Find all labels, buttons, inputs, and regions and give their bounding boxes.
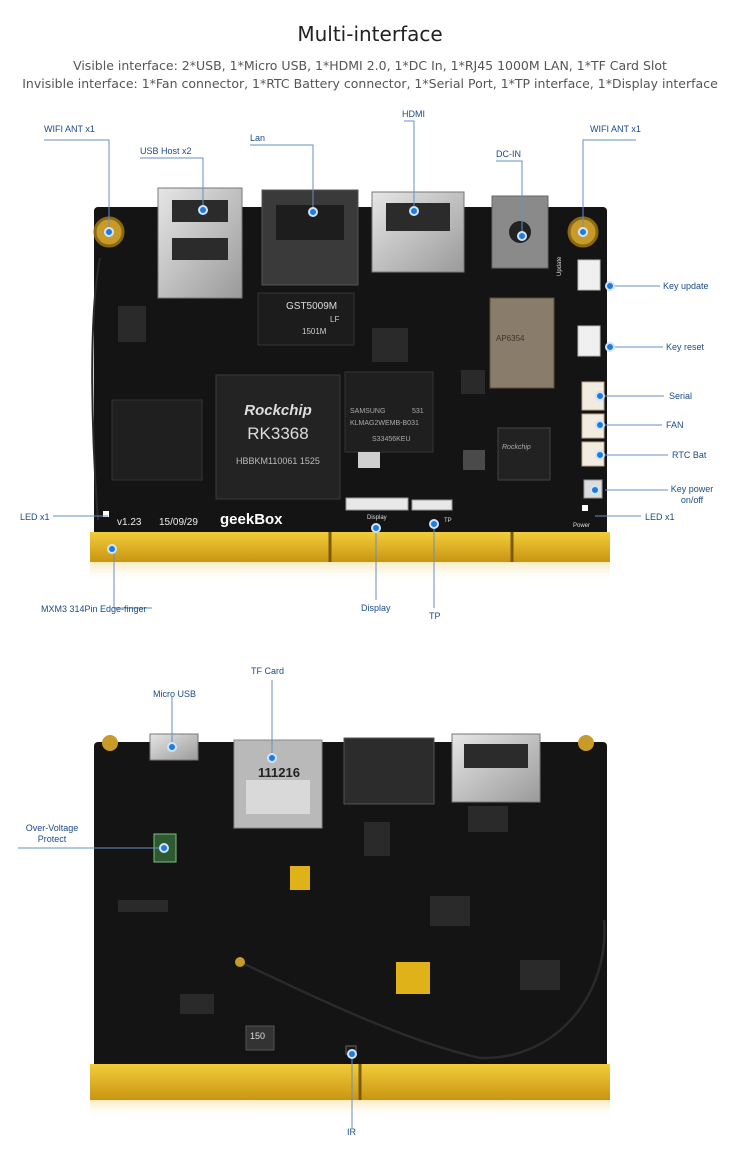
label-usb-host: USB Host x2 [140,146,192,156]
label-fan: FAN [666,420,684,430]
label-over-voltage: Over-Voltage Protect [25,823,79,844]
emmc-code: KLMAG2WEMB-B031 [350,420,419,427]
edge-finger-bottom [90,1064,610,1100]
soc-code: HBBKM110061 1525 [236,456,320,466]
emmc-num: 531 [412,408,424,415]
callout-dot-wifi-right [578,227,588,237]
callout-dot-tp [429,519,439,529]
label-display: Display [361,603,391,613]
label-wifi-right: WIFI ANT x1 [590,124,641,134]
callout-dot-lan [308,207,318,217]
emmc-code2: S33456KEU [372,436,411,443]
tf-number: 111216 [258,765,300,780]
callout-dot-mxm [107,544,117,554]
emmc-chip [344,371,434,453]
callout-dot-display [371,523,381,533]
edge-finger [90,532,610,562]
label-hdmi: HDMI [402,109,425,119]
label-key-update: Key update [663,281,709,291]
label-wifi-left: WIFI ANT x1 [44,124,95,134]
callout-dot-serial [595,391,605,401]
callout-dot-key-power [590,485,600,495]
label-tp: TP [429,611,441,621]
label-micro-usb: Micro USB [153,689,197,699]
bottom-board [90,733,610,1120]
callout-dot-over-voltage [159,843,169,853]
label-rtc: RTC Bat [672,450,707,460]
top-board [90,187,610,584]
wifi-module-label: AP6354 [496,334,525,343]
silk-update: Update [557,256,563,276]
label-key-power: Key power on/off [670,484,714,505]
callout-dot-dcin [517,231,527,241]
label-serial: Serial [669,391,693,401]
label-led-right: LED x1 [645,512,675,522]
callout-dot-key-reset [605,342,615,352]
callout-dot-tf-card [267,753,277,763]
label-lan: Lan [250,133,266,143]
soc-brand: Rockchip [244,402,312,419]
pmic-brand: Rockchip [502,444,531,451]
wifi-module [489,297,555,389]
label-led-left: LED x1 [20,512,50,522]
leader-lines [18,120,668,1128]
dcin-connector [491,195,549,269]
board-brand: geekBox [220,511,283,528]
lan-chip-code: 1501M [302,327,327,336]
callout-dot-fan [595,420,605,430]
callout-dot-usb [198,205,208,215]
label-mxm: MXM3 314Pin Edge-finger [41,604,147,614]
page-title: Multi-interface [297,22,443,46]
callout-dot-hdmi [409,206,419,216]
callout-dot-wifi-left [104,227,114,237]
label-tf-card: TF Card [251,666,285,676]
visible-interface-line: Visible interface: 2*USB, 1*Micro USB, 1… [73,58,667,73]
callout-dot-key-update [605,281,615,291]
silk-power: Power [573,523,591,529]
board-date: 15/09/29 [159,517,198,528]
lan-chip-lf: LF [330,315,340,324]
label-key-reset: Key reset [666,342,705,352]
soc-chip [215,374,341,500]
callout-dot-ir [347,1049,357,1059]
callout-dot-rtc [595,450,605,460]
silk-tp: TP [444,518,452,524]
callout-dot-micro-usb [167,742,177,752]
label-ir: IR [347,1127,356,1137]
emmc-brand: SAMSUNG [350,408,386,415]
invisible-interface-line: Invisible interface: 1*Fan connector, 1*… [22,76,718,91]
inductor-label: 150 [250,1031,266,1041]
board-version: v1.23 [117,517,142,528]
lan-chip-label: GST5009M [286,301,338,312]
silk-display: Display [367,515,387,521]
label-dcin: DC-IN [496,149,521,159]
soc-model: RK3368 [247,424,309,443]
